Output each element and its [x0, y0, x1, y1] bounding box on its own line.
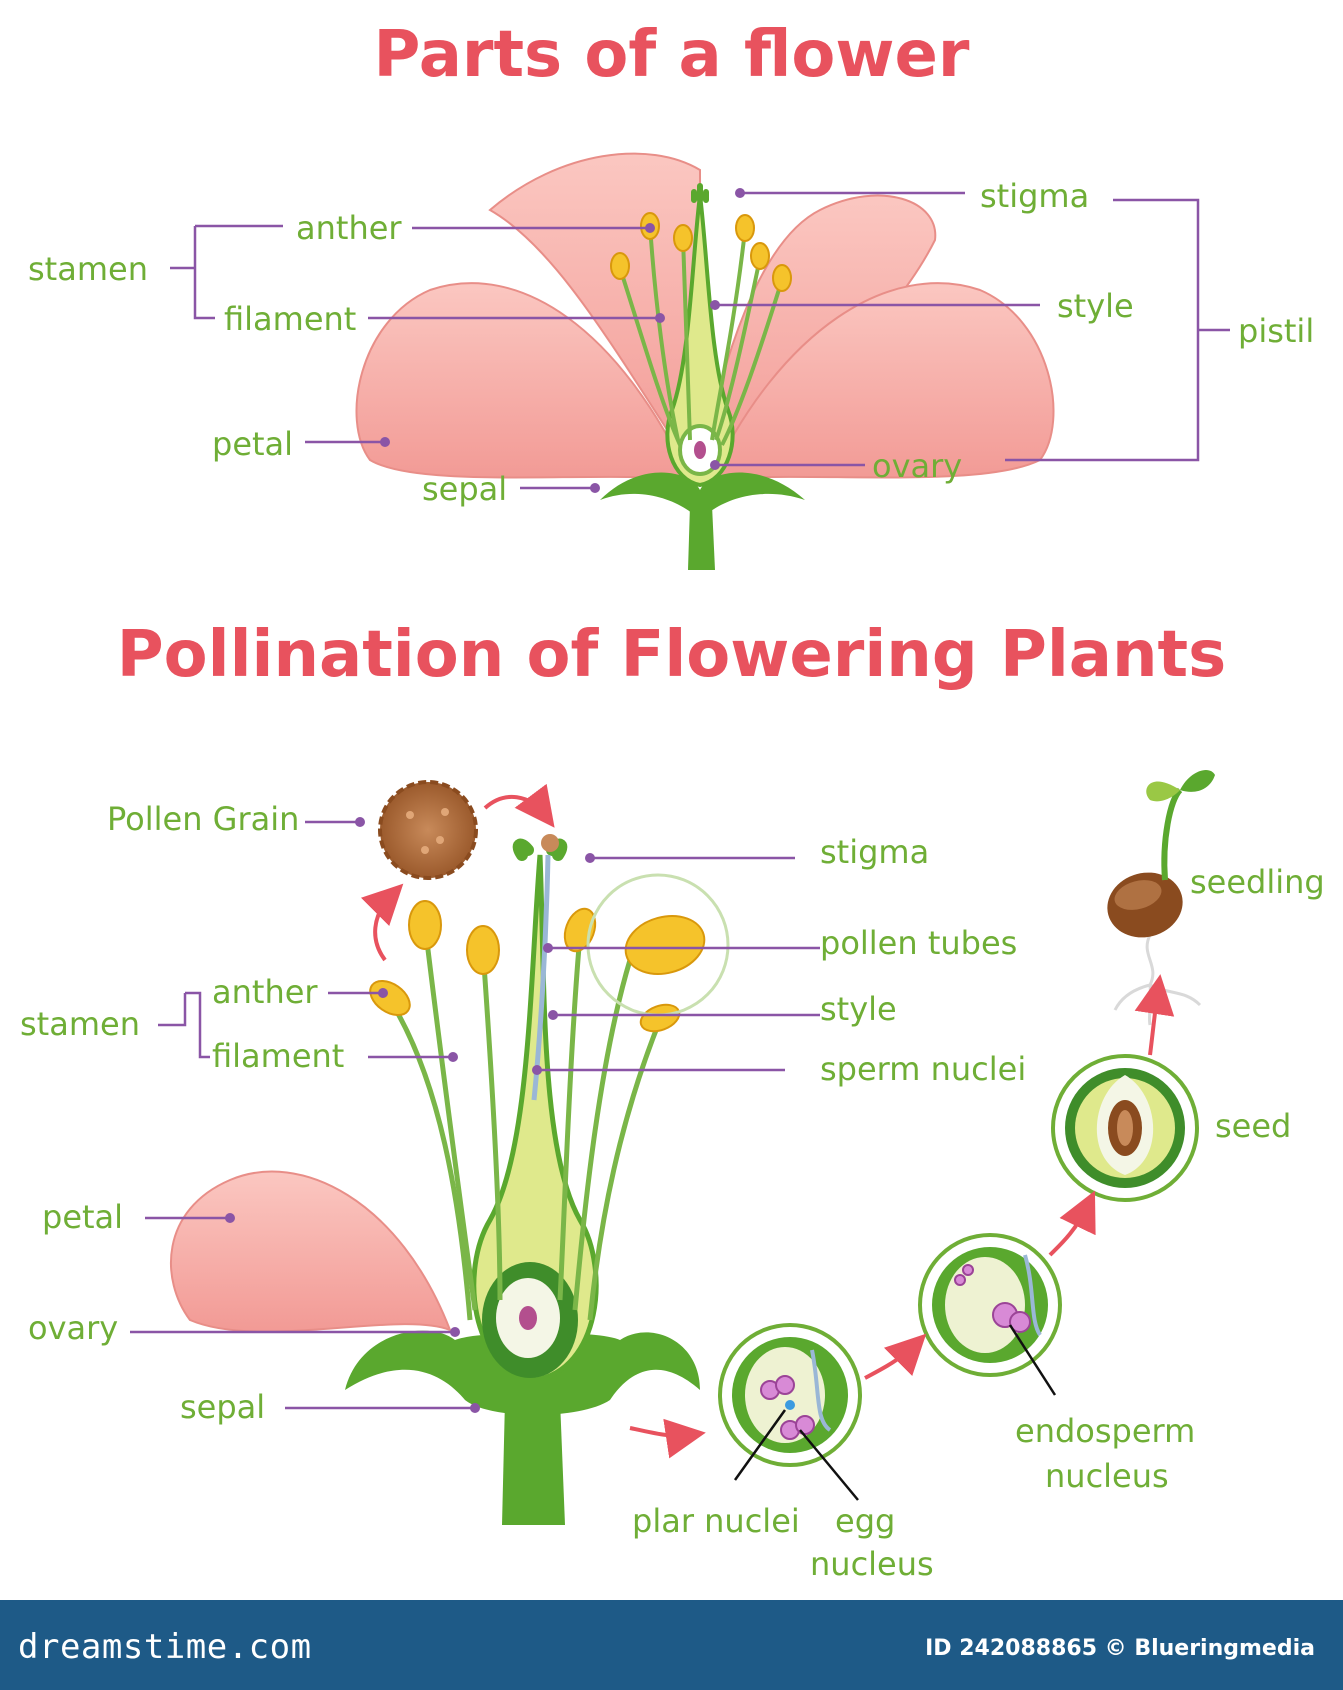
- label-filament: filament: [224, 300, 357, 338]
- label-egg: egg: [835, 1502, 896, 1540]
- label-petal: petal: [212, 425, 294, 463]
- label-pollen-tubes: pollen tubes: [820, 924, 1018, 962]
- footer-brand: dreamstime.com: [18, 1627, 312, 1667]
- label-stamen: stamen: [28, 250, 148, 288]
- top-petal-left: [355, 282, 692, 482]
- label-sperm-nuclei: sperm nuclei: [820, 1050, 1027, 1088]
- title-pollination: Pollination of Flowering Plants: [116, 618, 1227, 692]
- bottom-pistil: [471, 854, 599, 1383]
- bottom-leader-dots: [225, 817, 595, 1413]
- label-stamen-2: stamen: [20, 1005, 140, 1043]
- top-stem: [688, 505, 715, 570]
- label-stigma-2: stigma: [820, 833, 930, 871]
- top-sepal: [600, 472, 805, 520]
- label-seed: seed: [1215, 1107, 1292, 1145]
- top-leader-dots: [380, 188, 745, 493]
- bottom-filaments: [387, 924, 663, 1321]
- development-arrows: [629, 974, 1175, 1459]
- label-style-2: style: [820, 990, 897, 1028]
- label-filament-2: filament: [212, 1037, 345, 1075]
- label-anther-2: anther: [212, 973, 318, 1011]
- label-sepal: sepal: [422, 470, 508, 508]
- ovule-stage-1: [718, 1323, 862, 1501]
- top-petal-right: [708, 282, 1055, 482]
- footer-id-credit: ID 242088865 © Blueringmedia: [925, 1636, 1315, 1661]
- bottom-flower: [169, 780, 730, 1525]
- label-seedling: seedling: [1190, 863, 1325, 901]
- bottom-stem: [502, 1400, 565, 1525]
- label-plar-nuclei: plar nuclei: [632, 1502, 800, 1540]
- bottom-leader-lines: [130, 820, 820, 1410]
- top-flower: [355, 152, 1055, 570]
- title-parts-of-flower: Parts of a flower: [373, 18, 970, 92]
- top-leader-lines: [170, 191, 1230, 490]
- seed-stage: [1051, 1054, 1199, 1202]
- label-ovary-2: ovary: [28, 1309, 119, 1347]
- label-endosperm-nucleus: nucleus: [1045, 1457, 1169, 1495]
- label-stigma: stigma: [980, 177, 1090, 215]
- footer-bar: [0, 1600, 1343, 1690]
- top-anthers: [610, 212, 792, 292]
- label-egg-nucleus: nucleus: [810, 1545, 934, 1583]
- label-style: style: [1057, 287, 1134, 325]
- label-pistil: pistil: [1238, 312, 1315, 350]
- pollen-grain: [378, 780, 478, 880]
- ovule-stage-2: [918, 1233, 1062, 1396]
- label-anther: anther: [296, 209, 402, 247]
- pollen-tube: [531, 854, 551, 1101]
- label-endosperm: endosperm: [1015, 1412, 1196, 1450]
- bottom-petal: [169, 1170, 452, 1333]
- label-sepal-2: sepal: [180, 1388, 266, 1426]
- pollination-arrows: [360, 783, 555, 962]
- seedling-stage: [1107, 770, 1215, 1026]
- bottom-anthers: [369, 900, 681, 1033]
- label-petal-2: petal: [42, 1198, 124, 1236]
- label-ovary: ovary: [872, 447, 963, 485]
- illustration: [130, 152, 1230, 1525]
- label-pollen-grain: Pollen Grain: [107, 800, 300, 838]
